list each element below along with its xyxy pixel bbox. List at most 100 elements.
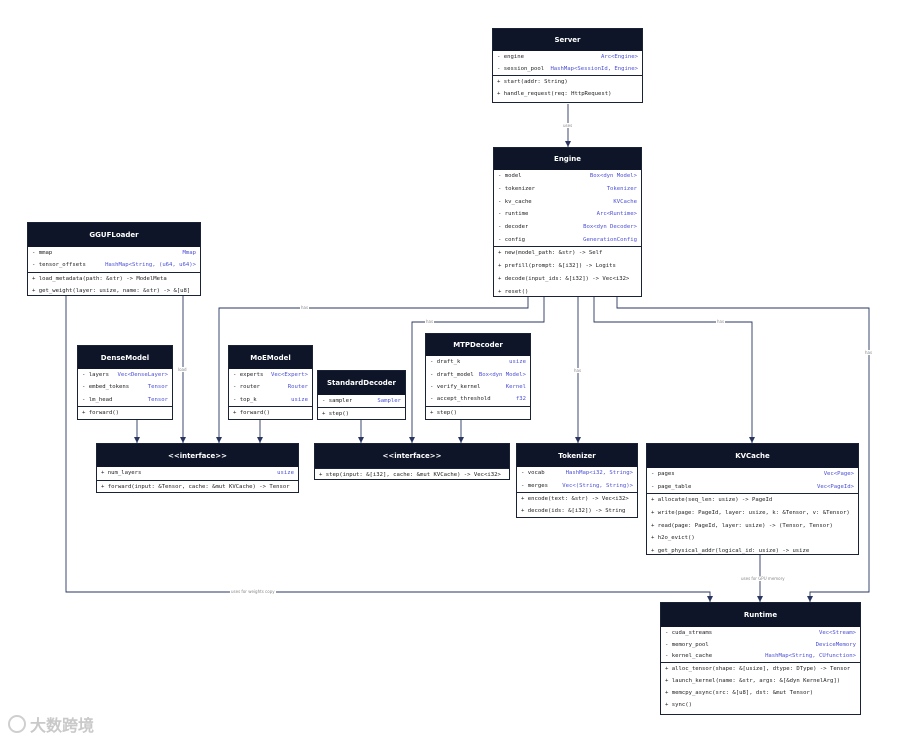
method-row: + forward(input: &Tensor, cache: &mut KV… — [97, 479, 298, 494]
method-row-name: + alloc_tensor(shape: &[usize], dtype: D… — [665, 666, 851, 673]
field-row-type: Tokenizer — [606, 186, 637, 193]
field-row-type: Tensor — [147, 384, 168, 391]
field-row-name: - lm_head — [82, 396, 113, 403]
field-row-name: - page_table — [651, 483, 692, 490]
class-engine: Engine - model Box<dyn Model> - tokenizer To… — [493, 147, 642, 297]
field-row-name: - top_k — [233, 396, 257, 403]
field-row-name: - accept_threshold — [430, 396, 491, 403]
method-row: + read(page: PageId, layer: usize) -> (T… — [647, 519, 858, 532]
method-row: + handle_request(req: HttpRequest) — [493, 88, 642, 100]
field-row-type: Arc<Runtime> — [596, 211, 637, 218]
method-row-name: + get_weight(layer: usize, name: &str) -… — [32, 288, 191, 295]
field-row-name: - verify_kernel — [430, 383, 481, 390]
method-row-name: + forward() — [233, 410, 271, 417]
edge-engine-kvcache — [593, 297, 753, 443]
class-title: MTPDecoder — [426, 334, 530, 356]
field-row-type: Tensor — [147, 396, 168, 403]
method-row-name: + step() — [322, 411, 349, 418]
arrow-kv-runtime — [757, 596, 763, 602]
field-row-name: - model — [498, 173, 522, 180]
method-row-name: + reset() — [498, 288, 529, 295]
method-row: + memcpy_async(src: &[u8], dst: &mut Ten… — [661, 687, 860, 699]
method-row-name: + sync() — [665, 701, 692, 708]
field-row: - embed_tokens Tensor — [78, 381, 172, 393]
field-row-type: Kernel — [505, 383, 526, 390]
class-title: Runtime — [661, 603, 860, 627]
edge-engine-decoder — [411, 297, 545, 443]
class-title: <<interface>> — [315, 444, 509, 468]
method-row-name: + memcpy_async(src: &[u8], dst: &mut Ten… — [665, 689, 814, 696]
field-row-name: - sampler — [322, 398, 353, 405]
edge-label-engine-runtime: has — [864, 350, 874, 355]
field-row-name: - pages — [651, 471, 675, 478]
field-row-name: - router — [233, 384, 260, 391]
field-row-type: f32 — [515, 396, 526, 403]
edge-label-engine-model: has — [300, 305, 310, 310]
class-title: <<interface>> — [97, 444, 298, 467]
edge-label-server-engine: uses — [562, 123, 574, 128]
method-row-name: + encode(text: &str) -> Vec<i32> — [521, 495, 629, 502]
method-row: + forward() — [78, 405, 172, 419]
field-row-name: - draft_k — [430, 359, 461, 366]
method-row-name: + forward() — [82, 410, 120, 417]
method-row-name: + load_metadata(path: &str) -> ModelMeta — [32, 275, 167, 282]
field-row-type: HashMap<SessionId, Engine> — [550, 66, 638, 72]
method-row-name: + decode(ids: &[i32]) -> String — [521, 508, 626, 515]
method-row-name: + decode(input_ids: &[i32]) -> Vec<i32> — [498, 275, 630, 282]
arrow-kvcache — [749, 437, 755, 443]
field-row-type: KVCache — [613, 198, 637, 205]
edge-label-kv-runtime: uses for GPU memory — [740, 576, 786, 581]
method-row-name: + h2o_evict() — [651, 535, 695, 542]
method-row-name: + handle_request(req: HttpRequest) — [497, 91, 612, 97]
method-row: + step(input: &[i32], cache: &mut KVCach… — [315, 468, 509, 482]
field-row-type: Box<dyn Model> — [478, 371, 526, 378]
method-row: + allocate(seq_len: usize) -> PageId — [647, 493, 858, 507]
edge-engine-model — [218, 297, 529, 443]
field-row-name: - draft_model — [430, 371, 474, 378]
method-row-name: + launch_kernel(name: &str, args: &[&dyn… — [665, 678, 841, 685]
method-row: + launch_kernel(name: &str, args: &[&dyn… — [661, 675, 860, 687]
field-row-type: HashMap<String, CUfunction> — [765, 653, 856, 660]
class-title: Engine — [494, 148, 641, 170]
arrow-std — [358, 437, 364, 443]
arrow-model — [216, 437, 222, 443]
field-row-name: - vocab — [521, 470, 545, 477]
method-row: + reset() — [494, 285, 641, 298]
field-row-type: HashMap<i32, String> — [565, 470, 633, 477]
field-row-name: - kernel_cache — [665, 653, 713, 660]
method-row: + prefill(prompt: &[i32]) -> Logits — [494, 260, 641, 273]
field-row-name: - tokenizer — [498, 186, 536, 193]
field-row-type: Box<dyn Model> — [589, 173, 637, 180]
method-row: + load_metadata(path: &str) -> ModelMeta — [28, 271, 200, 285]
field-row: - kernel_cache HashMap<String, CUfunction… — [661, 651, 860, 663]
method-row: + encode(text: &str) -> Vec<i32> — [517, 491, 637, 505]
arrow-runtime-b — [707, 596, 713, 602]
watermark: 大数跨境 — [8, 712, 94, 736]
edge-label-gguf-load: load — [177, 367, 188, 372]
field-row-name: - experts — [233, 372, 264, 379]
field-row: - draft_model Box<dyn Model> — [426, 368, 530, 380]
watermark-text: 大数跨境 — [30, 716, 95, 735]
field-row-name: - embed_tokens — [82, 384, 130, 391]
method-row-name: + read(page: PageId, layer: usize) -> (T… — [651, 522, 833, 529]
arrow-moe — [257, 437, 263, 443]
field-row-name: - engine — [497, 54, 524, 60]
edge-label-engine-kvcache: has — [716, 319, 726, 324]
edge-engine-runtime — [616, 297, 870, 602]
field-row-type: Mmap — [182, 250, 196, 257]
